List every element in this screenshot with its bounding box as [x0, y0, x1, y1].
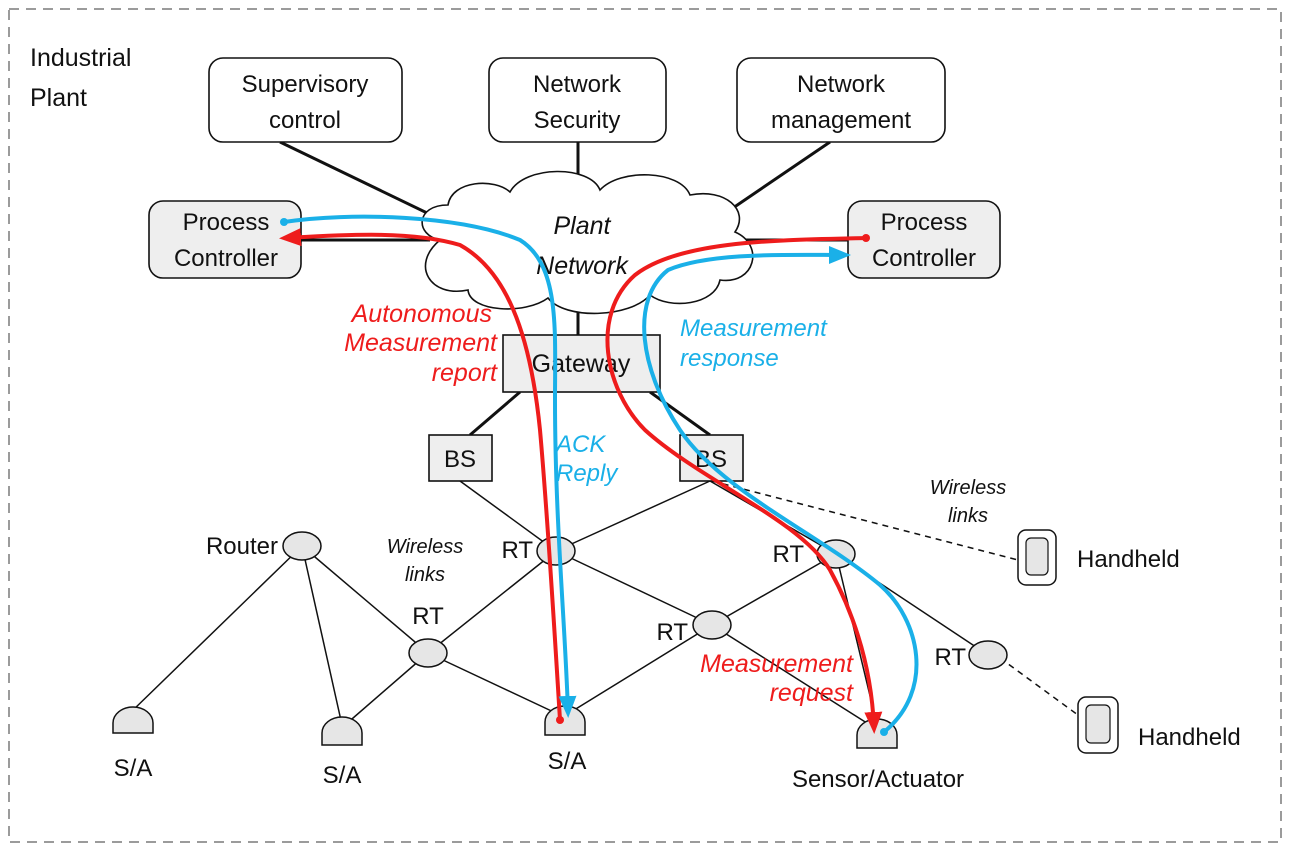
svg-text:links: links — [405, 564, 445, 586]
link-gateway-bs-left — [469, 390, 521, 437]
rt-label-lower-center: RT — [656, 619, 688, 646]
autonomous-report-label: Autonomous Measurement report — [344, 300, 498, 387]
rt-node-lower-left — [408, 638, 448, 668]
ack-reply-flow — [283, 214, 577, 718]
svg-text:Autonomous: Autonomous — [350, 300, 492, 328]
svg-text:links: links — [948, 505, 988, 527]
router-label: Router — [206, 533, 278, 560]
network-management-box: Network management — [736, 57, 946, 143]
router-node — [282, 531, 322, 561]
svg-text:Network: Network — [533, 71, 622, 98]
ack-reply-start-dot — [280, 218, 288, 226]
svg-text:Handheld: Handheld — [1077, 546, 1180, 573]
link-supervisory-cloud — [279, 140, 453, 227]
rt-node-center — [536, 536, 576, 566]
measurement-request-flow — [605, 236, 883, 734]
sa-device-2: S/A — [321, 716, 363, 789]
handheld-device-upper: Handheld — [1017, 529, 1180, 586]
svg-text:Controller: Controller — [872, 245, 976, 272]
svg-text:request: request — [770, 679, 854, 707]
svg-text:ACK: ACK — [554, 431, 606, 458]
rt-label-center: RT — [501, 537, 533, 564]
wireless-links-label-right: Wireless links — [930, 477, 1007, 527]
measurement-response-flow — [642, 245, 919, 734]
svg-text:Measurement: Measurement — [700, 650, 854, 678]
svg-text:S/A: S/A — [323, 762, 362, 789]
link-gateway-bs-right — [649, 390, 711, 437]
measurement-response-label: Measurement response — [680, 315, 828, 372]
svg-text:S/A: S/A — [548, 748, 587, 775]
sensor-actuator-device: Sensor/Actuator — [792, 718, 964, 793]
svg-text:Handheld: Handheld — [1138, 724, 1241, 751]
rt-label-right: RT — [772, 541, 804, 568]
svg-text:Sensor/Actuator: Sensor/Actuator — [792, 766, 964, 793]
process-controller-right: Process Controller — [847, 200, 1001, 279]
svg-text:control: control — [269, 107, 341, 134]
autonomous-report-start-dot — [556, 716, 564, 724]
rt-label-far-right: RT — [934, 644, 966, 671]
ack-reply-label: ACK Reply — [554, 431, 619, 487]
sa-device-1: S/A — [112, 706, 154, 782]
svg-text:response: response — [680, 345, 779, 372]
svg-text:Measurement: Measurement — [344, 329, 498, 357]
svg-text:Wireless: Wireless — [387, 536, 464, 558]
svg-text:management: management — [771, 107, 911, 134]
svg-text:report: report — [432, 359, 498, 387]
handheld-device-lower: Handheld — [1077, 696, 1241, 754]
sa-device-3: S/A — [544, 705, 587, 775]
base-station-left: BS — [428, 434, 493, 482]
svg-text:Measurement: Measurement — [680, 315, 828, 342]
svg-text:Wireless: Wireless — [930, 477, 1007, 499]
svg-text:Reply: Reply — [556, 460, 619, 487]
measurement-response-start-dot — [880, 728, 888, 736]
network-security-box: Network Security — [488, 57, 667, 143]
wireless-link-bs-handheld — [711, 480, 1019, 561]
link-management-cloud — [729, 140, 831, 212]
svg-text:BS: BS — [444, 446, 476, 473]
svg-text:Plant: Plant — [554, 212, 612, 240]
rt-node-far-right — [968, 640, 1008, 670]
rt-label-lower-left: RT — [412, 603, 444, 630]
plant-network-cloud: Plant Network — [421, 170, 754, 315]
plant-label-line2: Plant — [30, 84, 87, 112]
wireless-links-label-left: Wireless links — [387, 536, 464, 586]
svg-text:S/A: S/A — [114, 755, 153, 782]
autonomous-report-flow — [279, 228, 562, 721]
wireless-link-rt-handheld — [999, 657, 1079, 716]
svg-text:Process: Process — [183, 209, 270, 236]
supervisory-control-box: Supervisory control — [208, 57, 403, 143]
svg-text:Process: Process — [881, 209, 968, 236]
rt-node-lower-center — [692, 610, 732, 640]
process-controller-left: Process Controller — [148, 200, 302, 279]
svg-text:Network: Network — [536, 252, 629, 280]
measurement-request-start-dot — [862, 234, 870, 242]
plant-boundary — [8, 8, 1282, 843]
svg-text:Gateway: Gateway — [532, 350, 631, 378]
svg-text:Network: Network — [797, 71, 886, 98]
svg-text:Controller: Controller — [174, 245, 278, 272]
measurement-request-label: Measurement request — [700, 650, 854, 707]
plant-label: Industrial — [30, 44, 131, 72]
svg-text:Security: Security — [534, 107, 621, 134]
svg-text:Supervisory: Supervisory — [242, 71, 369, 98]
